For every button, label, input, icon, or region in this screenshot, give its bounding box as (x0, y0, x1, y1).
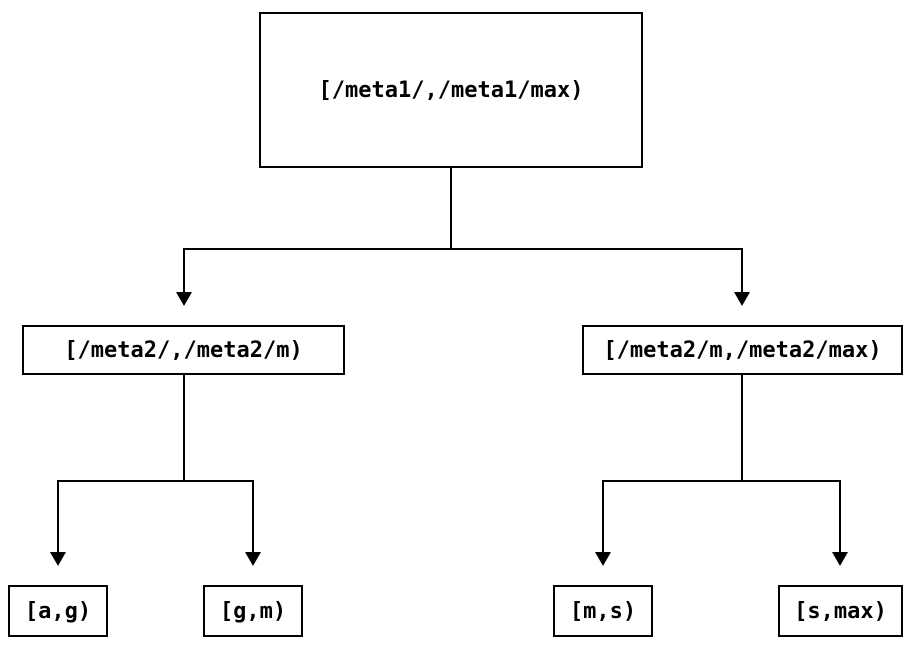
connector-root-right-drop (741, 248, 743, 292)
arrowhead-down-icon (176, 292, 192, 306)
node-leaf-smax: [s,max) (778, 585, 903, 637)
arrowhead-down-icon (245, 552, 261, 566)
arrowhead-down-icon (595, 552, 611, 566)
connector-meta2low-stem (183, 375, 185, 481)
arrowhead-down-icon (50, 552, 66, 566)
connector-meta2high-left-drop (602, 480, 604, 552)
node-root: [/meta1/,/meta1/max) (259, 12, 643, 168)
node-meta2-high: [/meta2/m,/meta2/max) (582, 325, 903, 375)
connector-meta2low-right-drop (252, 480, 254, 552)
connector-meta2high-right-drop (839, 480, 841, 552)
connector-meta2low-left-drop (57, 480, 59, 552)
connector-root-stem (450, 168, 452, 249)
node-meta2-low: [/meta2/,/meta2/m) (22, 325, 345, 375)
connector-meta2low-crossbar (57, 480, 254, 482)
connector-meta2high-stem (741, 375, 743, 481)
arrowhead-down-icon (734, 292, 750, 306)
connector-meta2high-crossbar (602, 480, 841, 482)
node-leaf-ag: [a,g) (8, 585, 108, 637)
connector-root-crossbar (183, 248, 743, 250)
arrowhead-down-icon (832, 552, 848, 566)
node-leaf-gm: [g,m) (203, 585, 303, 637)
connector-root-left-drop (183, 248, 185, 292)
node-leaf-ms: [m,s) (553, 585, 653, 637)
